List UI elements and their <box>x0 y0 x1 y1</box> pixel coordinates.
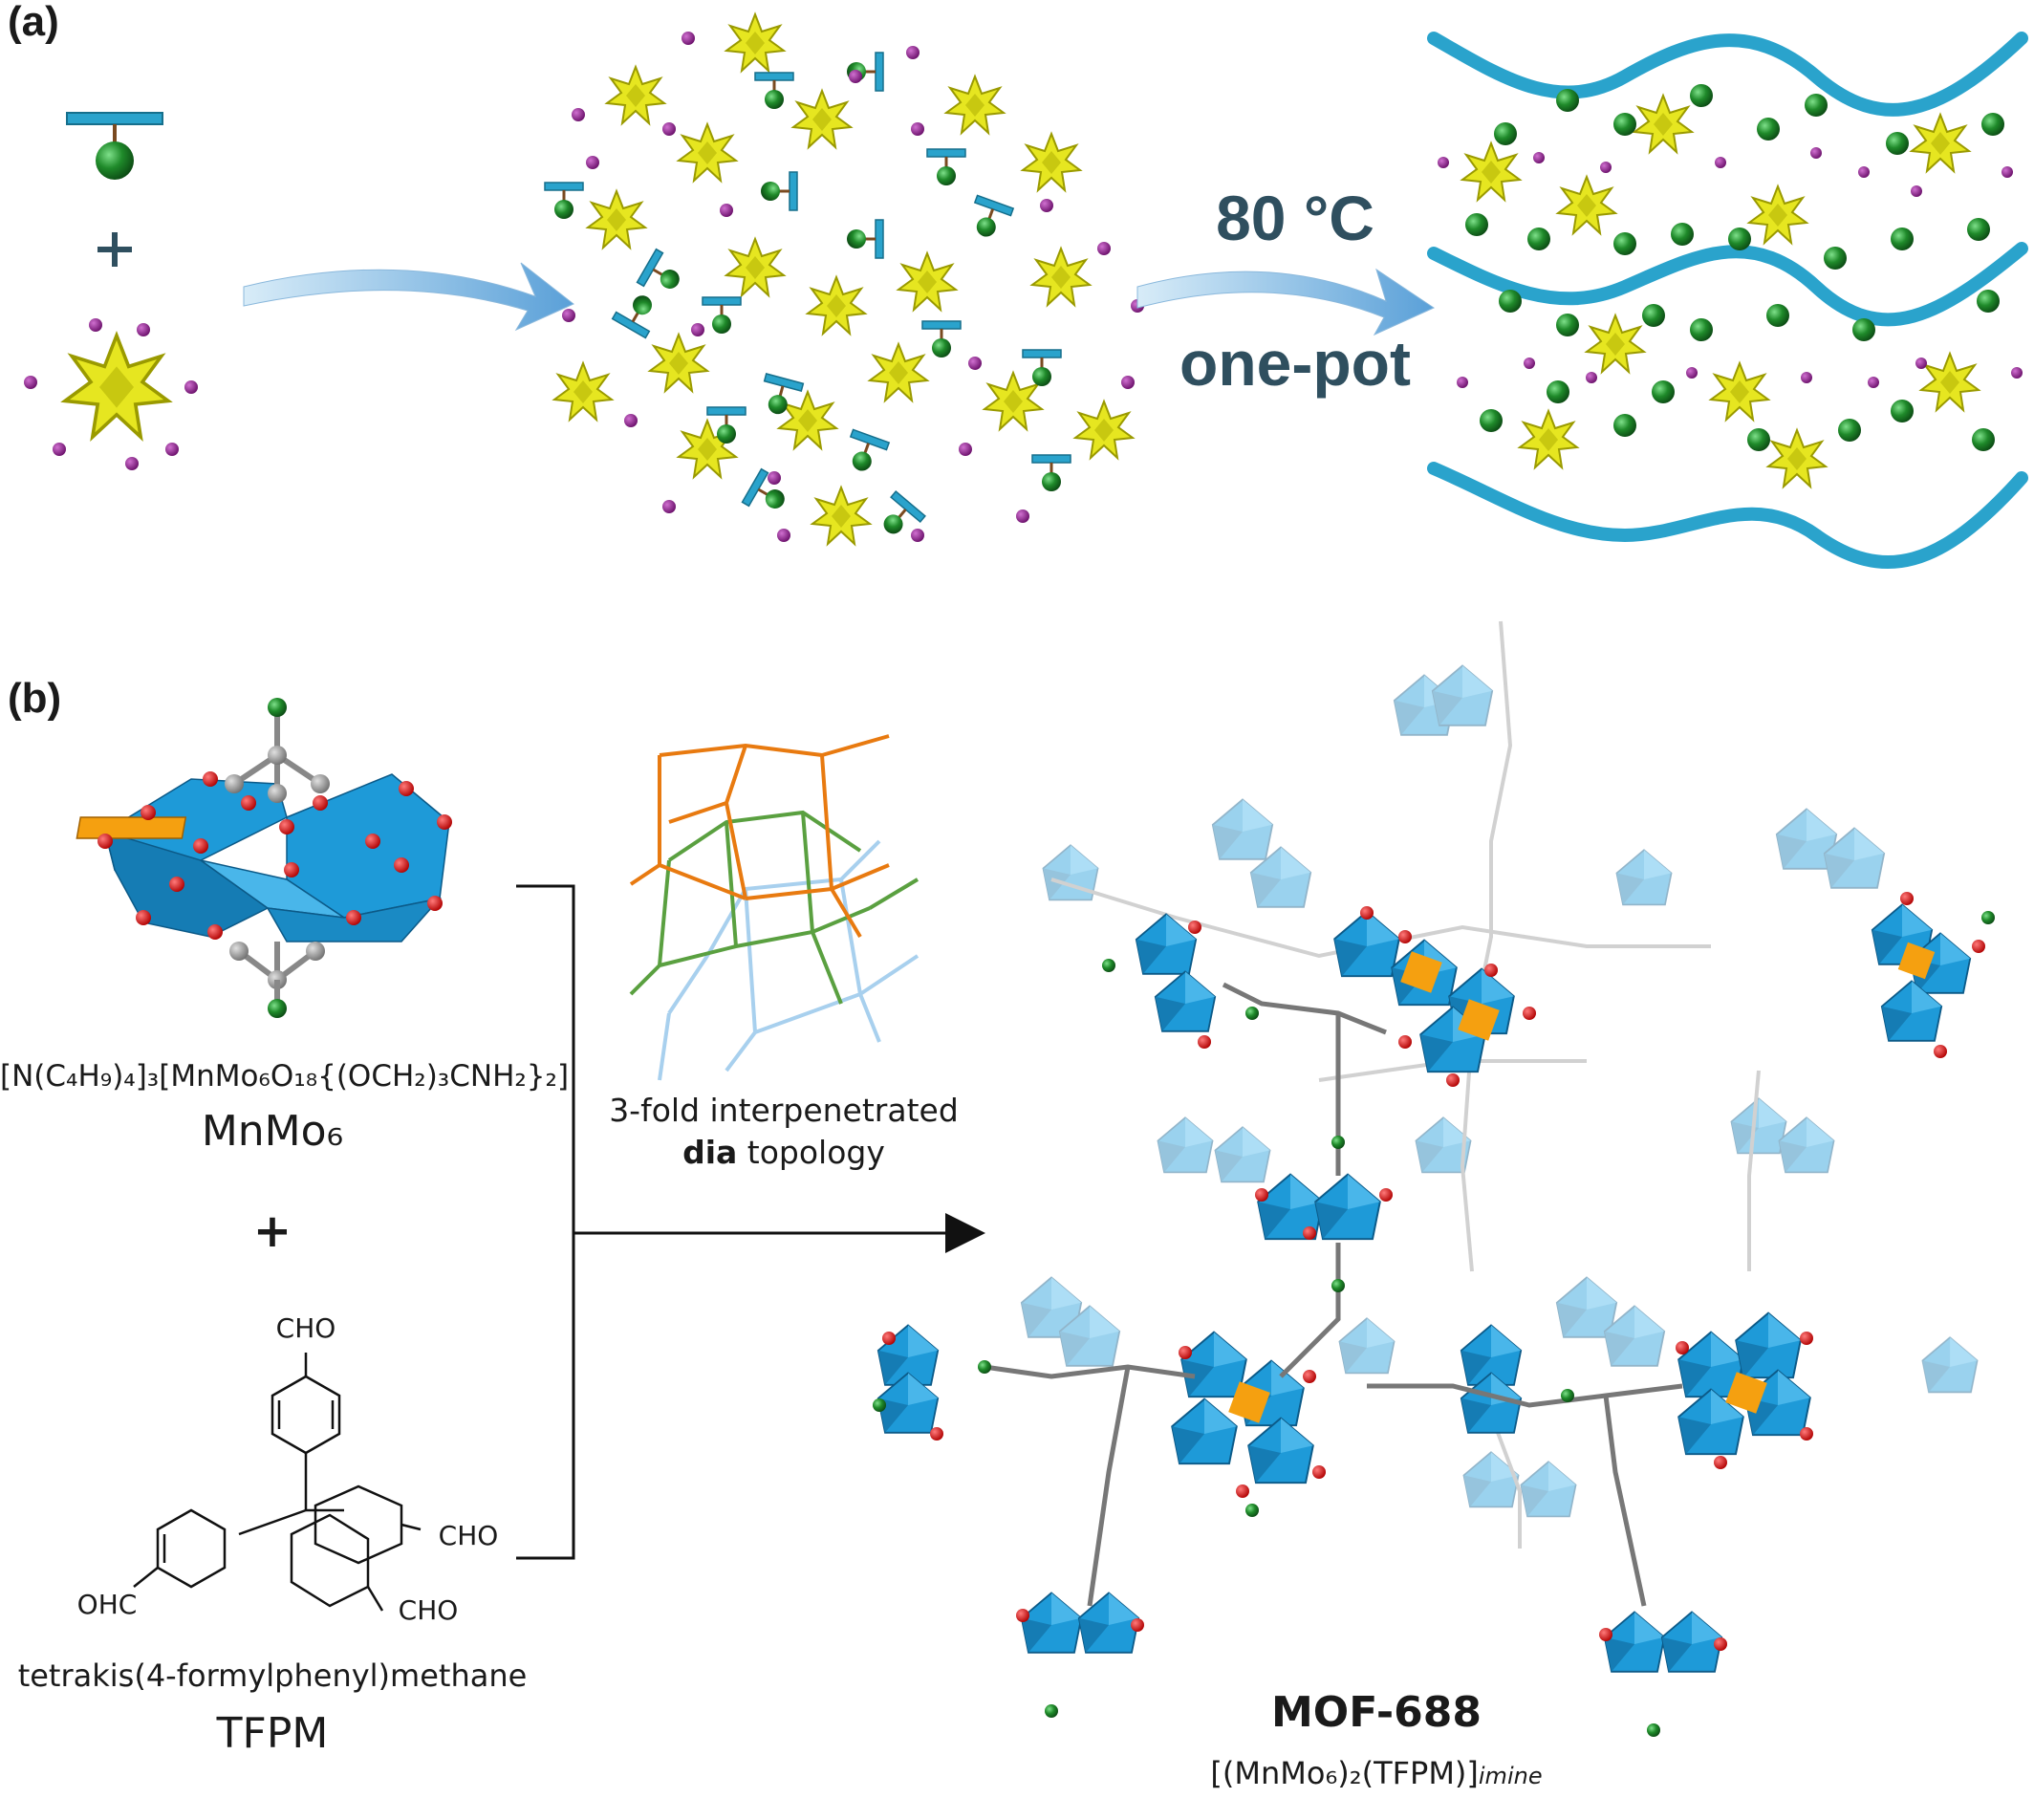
topology-line-2: dia topology <box>573 1132 994 1174</box>
ligand-reactant <box>66 112 163 180</box>
mnmo6-name: MnMo₆ <box>201 1107 344 1156</box>
mnmo6-formula: [N(C₄H₉)₄]₃[MnMo₆O₁₈{(OCH₂)₃CNH₂}₂] <box>0 1059 570 1094</box>
arrow-mix <box>243 262 574 332</box>
mnmo6-cluster <box>76 698 452 1018</box>
mof-formula: [(MnMo₆)₂(TFPM)]imine <box>1080 1755 1673 1791</box>
tfpm-ohc-left: OHC <box>76 1589 138 1620</box>
polymer-product <box>1427 32 2028 569</box>
tfpm-cho-right: CHO <box>438 1520 499 1551</box>
condition-temperature: 80 °C <box>1216 183 1374 253</box>
plus-sign-a <box>97 232 132 267</box>
reactant-mixture <box>543 13 1144 546</box>
mof-formula-sub: imine <box>1478 1763 1543 1789</box>
arrow-react <box>1136 268 1436 336</box>
plus-sign-b: + <box>252 1204 292 1258</box>
dia-topology-net <box>629 734 920 1081</box>
tfpm-fullname: tetrakis(4-formylphenyl)methane <box>17 1658 528 1694</box>
reaction-bracket <box>516 884 985 1560</box>
polyoxometalate-reactant <box>24 318 198 470</box>
mof-formula-main: [(MnMo₆)₂(TFPM)] <box>1210 1755 1479 1791</box>
tfpm-structure <box>133 1353 422 1612</box>
tfpm-cho-top: CHO <box>275 1312 336 1344</box>
topology-line-1: 3-fold interpenetrated <box>609 1092 959 1129</box>
topology-caption: 3-fold interpenetrated dia topology <box>573 1090 994 1174</box>
topology-rest: topology <box>737 1134 885 1171</box>
topology-dia: dia <box>682 1134 738 1171</box>
mof-name: MOF-688 <box>1271 1688 1482 1737</box>
mof-688-structure <box>873 620 1995 1737</box>
panel-b-label: (b) <box>8 675 62 722</box>
panel-a-label: (a) <box>8 0 59 45</box>
tfpm-name: TFPM <box>216 1709 329 1758</box>
condition-method: one-pot <box>1179 328 1411 399</box>
tfpm-cho-bottom: CHO <box>398 1594 459 1626</box>
